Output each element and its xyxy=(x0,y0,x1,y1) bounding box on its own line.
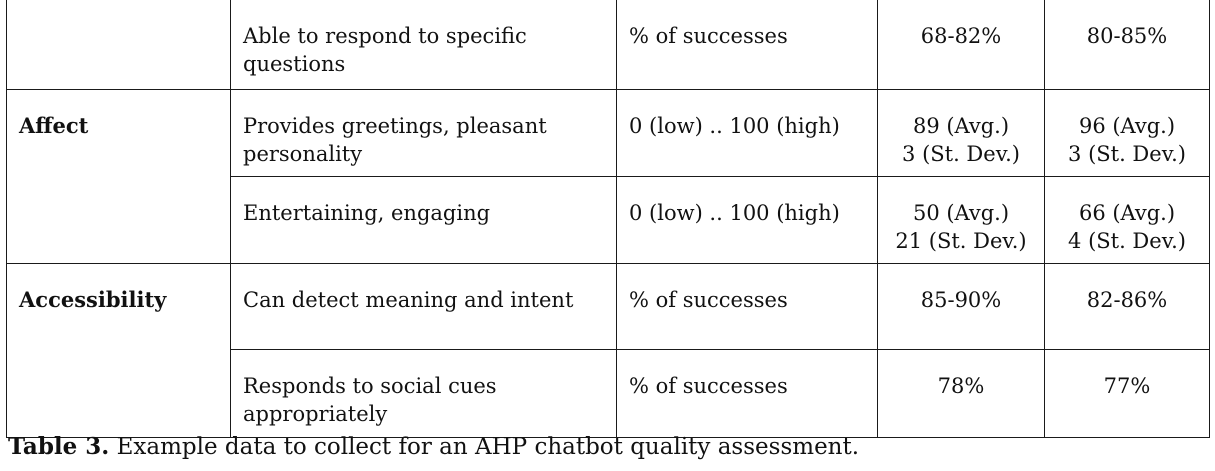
table-caption: Table 3. Example data to collect for an … xyxy=(8,432,859,462)
value-a-avg: 89 (Avg.) xyxy=(912,114,1010,138)
value-b-cell: 77% xyxy=(1044,349,1210,438)
value-a-stdev: 21 (St. Dev.) xyxy=(895,229,1027,253)
value-b-stdev: 4 (St. Dev.) xyxy=(1068,229,1186,253)
value-a-stdev: 3 (St. Dev.) xyxy=(902,142,1020,166)
caption-text: Example data to collect for an AHP chatb… xyxy=(109,434,860,460)
value-b-line: 82-86% xyxy=(1086,288,1168,312)
criterion-cell: Able to respond to specific questions xyxy=(230,0,617,90)
value-b-line: 80-85% xyxy=(1086,24,1168,48)
value-a-cell: 78% xyxy=(877,349,1045,438)
value-b-avg: 66 (Avg.) xyxy=(1078,201,1176,225)
category-cell-accessibility: Accessibility xyxy=(6,263,231,438)
category-cell xyxy=(6,0,231,90)
table-row: Accessibility Can detect meaning and int… xyxy=(6,263,1210,438)
measure-cell: 0 (low) .. 100 (high) xyxy=(616,89,878,177)
value-b-cell: 96 (Avg.) 3 (St. Dev.) xyxy=(1044,89,1210,177)
table-row: Entertaining, engaging 0 (low) .. 100 (h… xyxy=(7,176,1210,264)
value-b-line: 77% xyxy=(1103,374,1151,398)
measure-cell: % of successes xyxy=(616,0,878,90)
value-a-line: 68-82% xyxy=(920,24,1002,48)
caption-label: Table 3. xyxy=(8,433,110,460)
measure-cell: 0 (low) .. 100 (high) xyxy=(616,176,878,264)
value-b-cell: 66 (Avg.) 4 (St. Dev.) xyxy=(1044,176,1210,264)
criterion-cell: Entertaining, engaging xyxy=(230,176,617,264)
measure-cell: % of successes xyxy=(616,263,878,350)
table-row: Affect Provides greetings, pleasant pers… xyxy=(6,89,1210,264)
table-row: Able to respond to specific questions % … xyxy=(6,0,1210,90)
value-a-cell: 85-90% xyxy=(877,263,1045,350)
value-a-cell: 68-82% xyxy=(877,0,1045,90)
value-b-avg: 96 (Avg.) xyxy=(1078,114,1176,138)
criterion-cell: Provides greetings, pleasant personality xyxy=(230,89,617,177)
value-b-cell: 82-86% xyxy=(1044,263,1210,350)
value-b-cell: 80-85% xyxy=(1044,0,1210,90)
value-b-stdev: 3 (St. Dev.) xyxy=(1068,142,1186,166)
quality-assessment-table: Able to respond to specific questions % … xyxy=(6,0,1210,438)
value-a-line: 78% xyxy=(937,374,985,398)
value-a-cell: 50 (Avg.) 21 (St. Dev.) xyxy=(877,176,1045,264)
value-a-line: 85-90% xyxy=(920,288,1002,312)
data-table-container: Able to respond to specific questions % … xyxy=(6,0,1210,438)
criterion-cell: Responds to social cues appropriately xyxy=(230,349,617,438)
criterion-cell: Can detect meaning and intent xyxy=(230,263,617,350)
value-a-cell: 89 (Avg.) 3 (St. Dev.) xyxy=(877,89,1045,177)
category-cell-affect: Affect xyxy=(6,89,231,264)
measure-cell: % of successes xyxy=(616,349,878,438)
table-row: Responds to social cues appropriately % … xyxy=(7,349,1210,438)
value-a-avg: 50 (Avg.) xyxy=(912,201,1010,225)
